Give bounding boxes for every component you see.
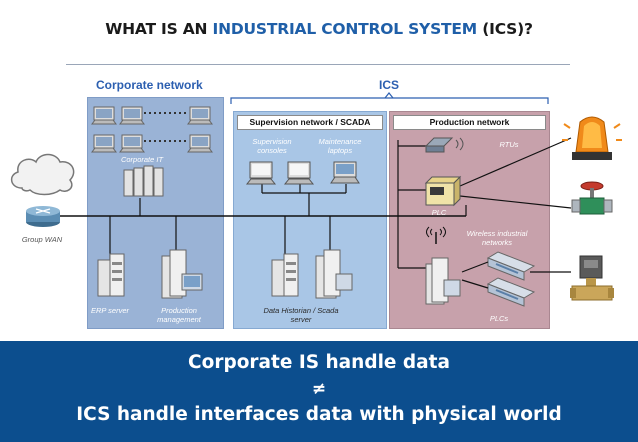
production-management-icon bbox=[161, 249, 203, 299]
corporate-network-label: Corporate network bbox=[96, 78, 203, 92]
supervision-consoles-label: Supervision consoles bbox=[248, 137, 296, 155]
wireless-networks-label-line2: networks bbox=[481, 238, 512, 247]
production-management-label-line1: Production bbox=[161, 306, 197, 315]
plc-module-icon bbox=[486, 251, 536, 281]
supervision-console-icon bbox=[283, 161, 315, 185]
maintenance-laptop-icon bbox=[330, 161, 360, 184]
actuator-icon bbox=[570, 255, 614, 301]
ics-bracket bbox=[230, 97, 549, 104]
title-highlight: INDUSTRIAL CONTROL SYSTEM bbox=[212, 20, 478, 38]
supervision-consoles-label-line2: consoles bbox=[257, 146, 287, 155]
page-title: WHAT IS AN INDUSTRIAL CONTROL SYSTEM (IC… bbox=[0, 20, 638, 38]
data-historian-label-line2: server bbox=[290, 315, 312, 324]
data-historian-label: Data Historian / Scada server bbox=[252, 306, 350, 324]
banner-not-equal: ≠ bbox=[311, 379, 327, 399]
title-suffix: (ICS)? bbox=[477, 20, 533, 38]
production-server-icon bbox=[425, 257, 461, 305]
plcs-label: PLCs bbox=[489, 314, 509, 323]
maintenance-laptops-label-line1: Maintenance bbox=[318, 137, 362, 146]
plc-label: PLC bbox=[431, 208, 447, 217]
corporate-it-label: Corporate IT bbox=[120, 155, 164, 164]
wireless-antenna-icon bbox=[426, 226, 446, 244]
corporate-it-servers bbox=[123, 165, 164, 197]
erp-server-icon bbox=[97, 253, 125, 297]
title-divider bbox=[66, 64, 570, 65]
rtu-icon bbox=[424, 137, 464, 153]
data-historian-server-icon bbox=[271, 253, 299, 297]
plc-module-icon bbox=[486, 277, 536, 307]
conclusion-banner: Corporate IS handle data ≠ ICS handle in… bbox=[0, 341, 638, 442]
production-panel-header: Production network bbox=[393, 115, 546, 130]
supervision-console-icon bbox=[245, 161, 277, 185]
cloud-icon bbox=[10, 153, 75, 196]
rtus-label: RTUs bbox=[499, 140, 519, 149]
warning-beacon-icon bbox=[562, 116, 622, 160]
scada-network-panel: Supervision network / SCADA bbox=[233, 111, 387, 329]
scada-panel-header: Supervision network / SCADA bbox=[237, 115, 383, 130]
wireless-networks-label-line1: Wireless industrial bbox=[466, 229, 528, 238]
corporate-workstations bbox=[91, 106, 213, 153]
maintenance-laptops-label-line2: laptops bbox=[327, 146, 353, 155]
plc-icon bbox=[424, 175, 462, 207]
production-management-label-line2: management bbox=[157, 315, 201, 324]
data-historian-label-line1: Data Historian / Scada bbox=[263, 306, 339, 315]
group-wan-label: Group WAN bbox=[21, 235, 63, 244]
erp-server-label: ERP server bbox=[90, 306, 130, 315]
production-management-label: Production management bbox=[146, 306, 212, 324]
scada-server-icon bbox=[315, 249, 353, 299]
wireless-networks-label: Wireless industrial networks bbox=[462, 229, 532, 247]
ics-bracket-tip bbox=[384, 92, 394, 99]
banner-line-1: Corporate IS handle data bbox=[188, 352, 450, 373]
ics-label: ICS bbox=[379, 78, 400, 92]
banner-line-3: ICS handle interfaces data with physical… bbox=[76, 404, 562, 425]
maintenance-laptops-label: Maintenance laptops bbox=[312, 137, 368, 155]
router-icon bbox=[26, 206, 60, 227]
valve-icon bbox=[571, 181, 613, 215]
supervision-consoles-label-line1: Supervision bbox=[252, 137, 292, 146]
title-prefix: WHAT IS AN bbox=[105, 20, 213, 38]
